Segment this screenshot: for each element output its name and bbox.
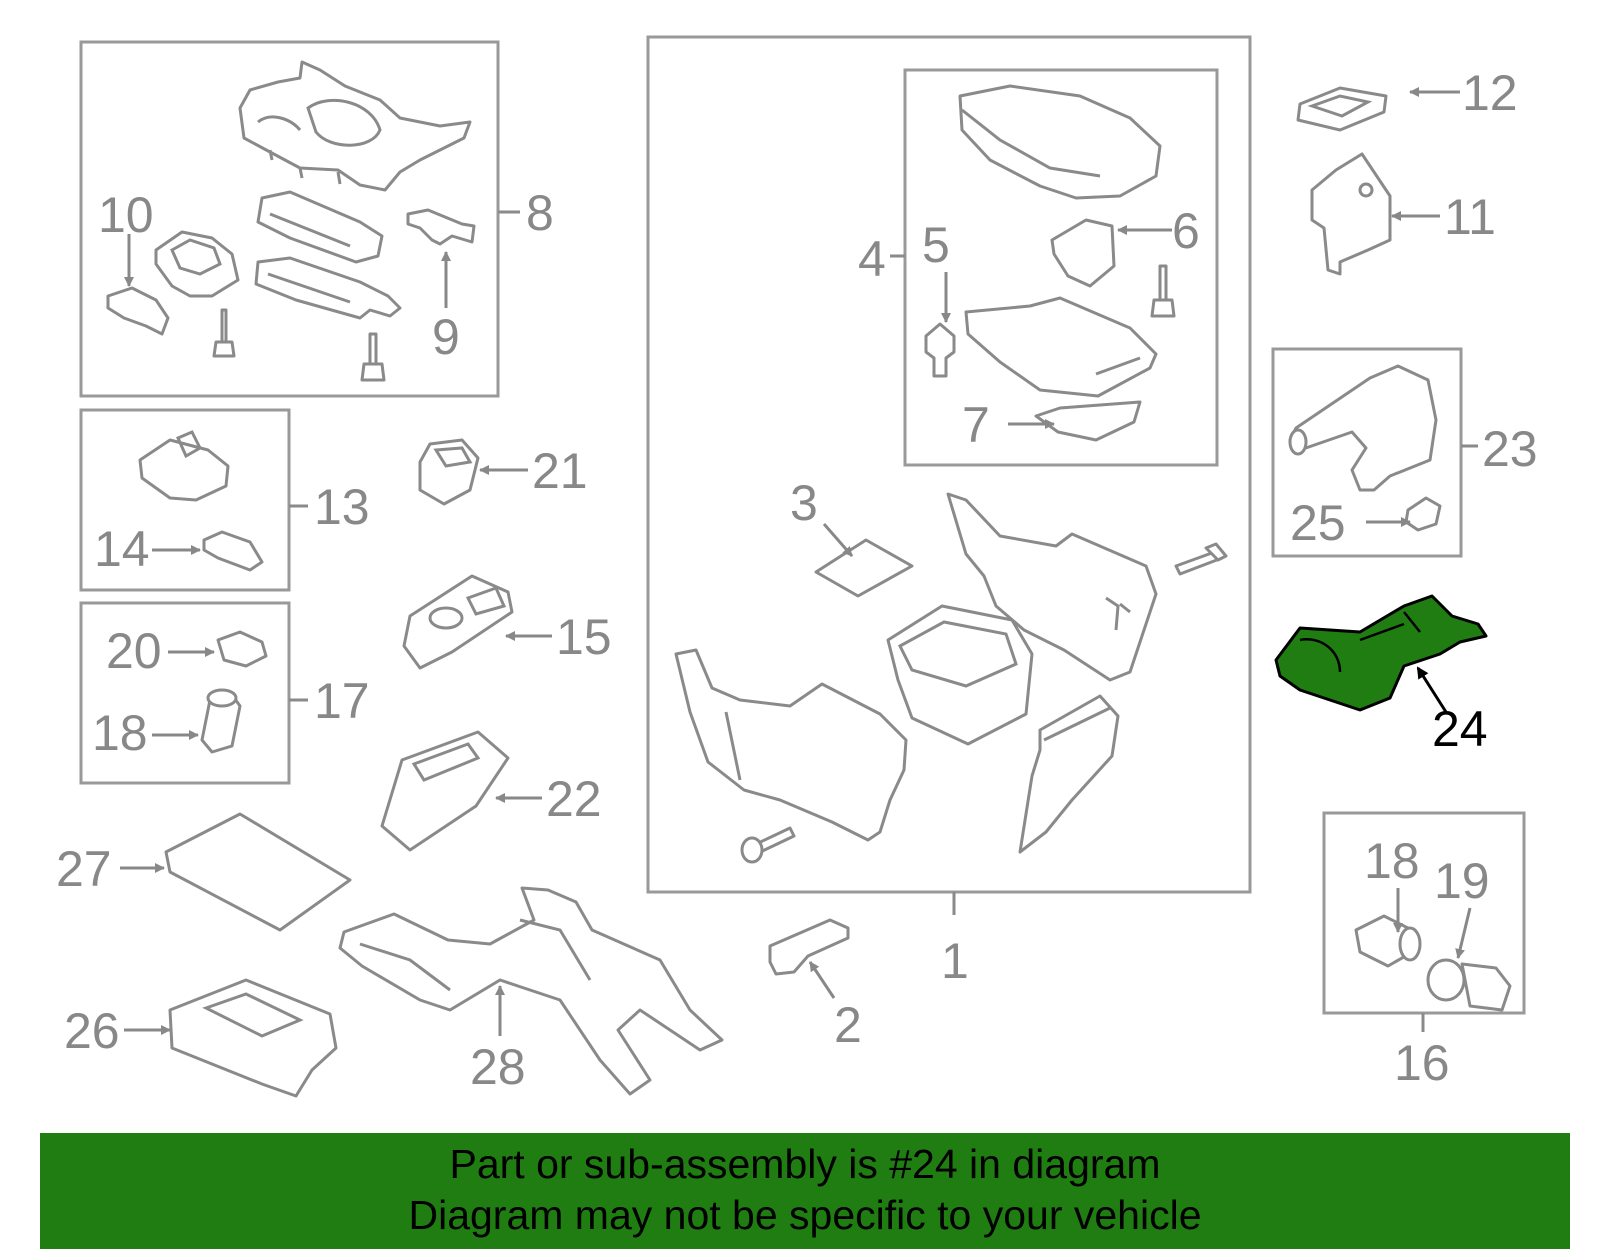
label-19: 19	[1434, 853, 1490, 909]
group-box-4	[903, 68, 1219, 467]
info-banner: Part or sub-assembly is #24 in diagram D…	[40, 1133, 1570, 1249]
label-7: 7	[962, 397, 990, 453]
part-26-module	[168, 978, 338, 1098]
label-25: 25	[1290, 495, 1346, 551]
label-5: 5	[922, 217, 950, 273]
part-7-latch	[1034, 400, 1142, 442]
part-8-screw-a	[212, 308, 236, 358]
label-2: 2	[834, 997, 862, 1053]
group-box-23	[1271, 347, 1463, 558]
part-10-retainer	[106, 286, 170, 336]
banner-line-part: Part or sub-assembly is #24 in diagram	[449, 1141, 1161, 1187]
part-20-cap	[216, 630, 268, 668]
part-6-screw	[1150, 264, 1176, 318]
part-28-bracket	[338, 886, 724, 1096]
part-24-highlighted[interactable]	[1274, 594, 1488, 712]
label-12: 12	[1462, 65, 1518, 121]
label-11: 11	[1444, 189, 1496, 245]
part-8-switch-bezel	[154, 230, 240, 298]
arrow-19	[1455, 907, 1472, 959]
part-2-clip	[768, 918, 850, 976]
label-22: 22	[546, 771, 602, 827]
part-1-storage-bin	[886, 604, 1034, 746]
label-14: 14	[94, 521, 150, 577]
label-8: 8	[526, 185, 554, 241]
part-1-screw-left	[740, 826, 796, 864]
label-1: 1	[941, 933, 969, 989]
part-4-armrest-base	[964, 296, 1158, 398]
part-11-bracket	[1310, 152, 1392, 276]
label-17: 17	[314, 673, 370, 729]
part-8-trim-pad	[256, 190, 384, 264]
part-3-pad	[814, 538, 914, 598]
part-23-parking-brake	[1288, 364, 1438, 492]
arrow-3	[822, 523, 854, 557]
part-8-screw-b	[360, 332, 386, 382]
label-24: 24	[1432, 701, 1488, 757]
part-21-switch	[418, 438, 480, 506]
label-13: 13	[314, 479, 370, 535]
part-22-bin	[380, 730, 510, 852]
part-1-screw-right	[1174, 542, 1228, 576]
part-1-front-trim	[1018, 694, 1120, 854]
arrow-24	[1416, 666, 1448, 713]
part-6-hinge	[1050, 218, 1116, 288]
part-15-switch-panel	[402, 574, 514, 670]
part-12-bezel	[1296, 86, 1388, 132]
part-25-clip	[1404, 496, 1442, 532]
part-18-lighter	[1354, 914, 1422, 968]
group-box-13	[79, 408, 291, 592]
label-23: 23	[1482, 421, 1538, 477]
part-27-mat	[164, 812, 352, 932]
part-18-socket	[200, 688, 242, 754]
group-box-1	[646, 35, 1252, 894]
label-18a: 18	[92, 705, 148, 761]
label-9: 9	[432, 309, 460, 365]
label-6: 6	[1172, 203, 1200, 259]
label-16: 16	[1394, 1035, 1450, 1091]
label-20: 20	[106, 623, 162, 679]
part-14-insert	[202, 530, 264, 572]
label-10: 10	[98, 187, 154, 243]
part-19-socket-cover	[1426, 958, 1512, 1012]
group-box-17	[79, 601, 291, 785]
part-5-bumper	[924, 322, 956, 378]
label-18b: 18	[1364, 833, 1420, 889]
label-26: 26	[64, 1003, 120, 1059]
arrow-2	[808, 961, 836, 999]
label-28: 28	[470, 1039, 526, 1095]
label-21: 21	[532, 443, 588, 499]
part-4-armrest-lid	[958, 84, 1162, 200]
part-9-clip	[406, 208, 476, 246]
banner-line-disclaimer: Diagram may not be specific to your vehi…	[408, 1192, 1202, 1238]
label-4: 4	[858, 231, 886, 287]
part-8-lower-trim	[254, 256, 402, 320]
label-3: 3	[790, 475, 818, 531]
part-13-shifter-knob	[138, 430, 230, 502]
label-15: 15	[556, 609, 612, 665]
label-27: 27	[56, 841, 112, 897]
part-1-side-panel-right	[946, 492, 1158, 682]
group-box-8	[79, 40, 500, 398]
part-1-side-panel-left	[674, 648, 908, 842]
part-8-console-trim	[238, 60, 472, 192]
